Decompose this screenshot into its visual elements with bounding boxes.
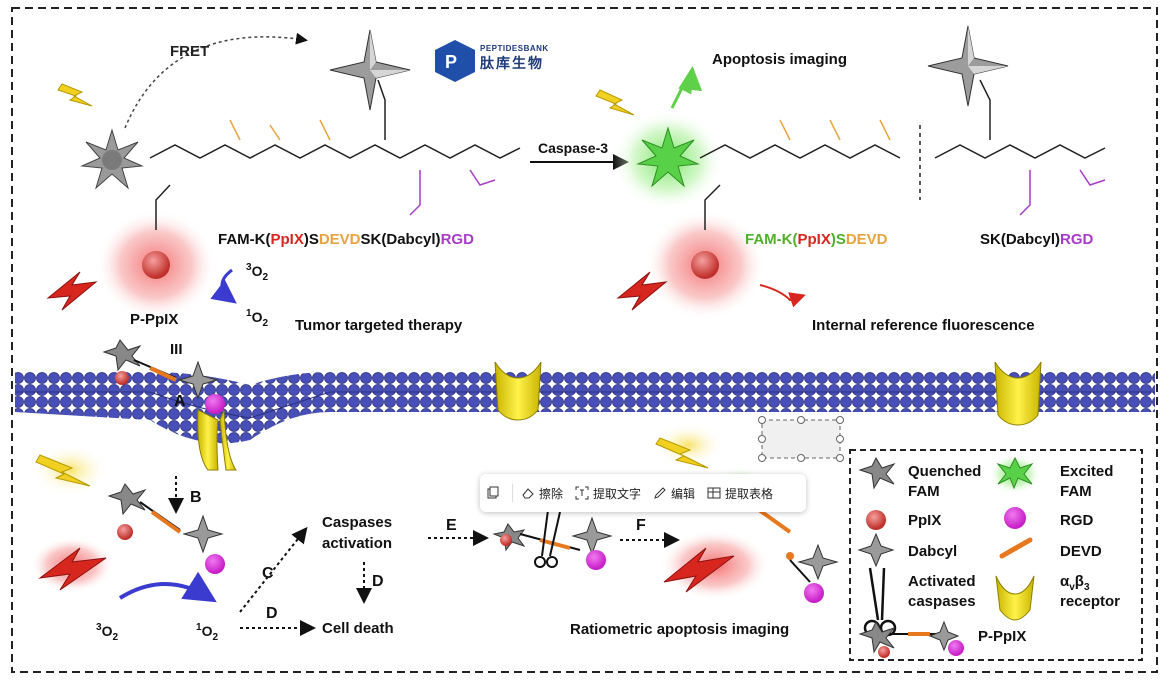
step-d-label-horizontal: D bbox=[266, 605, 278, 622]
legend-activated-2: caspases bbox=[908, 593, 976, 610]
quenched-fam-star bbox=[80, 128, 144, 190]
caspases-label-1: Caspases bbox=[322, 514, 392, 531]
legend-quenched-fam-icon bbox=[858, 456, 896, 490]
lightning-icon bbox=[57, 83, 93, 107]
ppix-ball-left bbox=[142, 251, 170, 279]
pencil-icon bbox=[654, 487, 666, 499]
legend-ppix: PpIX bbox=[908, 512, 941, 529]
extract-table-button[interactable]: 提取表格 bbox=[701, 474, 779, 512]
devd-sidechains-left bbox=[229, 119, 331, 141]
left-molecule bbox=[46, 29, 521, 320]
internal-reference-label: Internal reference fluorescence bbox=[812, 317, 1035, 334]
sequence-right-b: SK(Dabcyl)RGD bbox=[980, 231, 1094, 248]
copy-icon bbox=[487, 486, 499, 499]
caspase3-label: Caspase-3 bbox=[538, 140, 608, 156]
sequence-right-a: FAM-K(PpIX)SDEVD bbox=[745, 231, 888, 248]
arg-sidechain-left bbox=[409, 170, 421, 216]
erase-button[interactable]: 擦除 bbox=[515, 474, 569, 512]
step-c-label: C bbox=[262, 565, 274, 582]
oxygen-arrow-bottom bbox=[118, 571, 217, 603]
apoptosis-imaging-label: Apoptosis imaging bbox=[712, 51, 847, 68]
toolbar-divider bbox=[512, 484, 513, 502]
legend-quenched-2: FAM bbox=[908, 483, 940, 500]
copy-button[interactable] bbox=[480, 474, 510, 512]
legend-p-ppix-icon bbox=[858, 620, 964, 658]
eraser-icon bbox=[522, 488, 534, 499]
legend-excited-1: Excited bbox=[1060, 463, 1113, 480]
right-molecule bbox=[595, 25, 1106, 320]
step-e-label: E bbox=[446, 517, 457, 534]
probe-inside bbox=[30, 444, 225, 593]
probe-a bbox=[102, 339, 225, 414]
scissors-icon bbox=[534, 509, 561, 568]
legend-devd-icon bbox=[999, 537, 1033, 559]
legend-quenched-1: Quenched bbox=[908, 463, 981, 480]
triplet-oxygen-bottom: 3O2 bbox=[96, 622, 118, 643]
legend bbox=[849, 449, 1143, 661]
cleavage-scene bbox=[492, 509, 613, 570]
green-emission-arrow bbox=[670, 66, 703, 109]
receptor-b bbox=[494, 361, 542, 421]
extract-table-label: 提取表格 bbox=[725, 486, 774, 501]
dabcyl-star-right bbox=[927, 25, 1009, 107]
legend-p-ppix: P-PpIX bbox=[978, 628, 1026, 645]
legend-rgd-icon bbox=[1004, 507, 1026, 529]
peptidesbank-logo: PEPTIDESBANK 肽库生物 bbox=[480, 44, 549, 73]
svg-text:P: P bbox=[445, 52, 457, 72]
logo-text-cn: 肽库生物 bbox=[480, 55, 544, 71]
legend-excited-fam-icon bbox=[996, 456, 1034, 490]
singlet-oxygen-bottom: 1O2 bbox=[196, 622, 218, 643]
extract-text-label: 提取文字 bbox=[593, 486, 642, 501]
dabcyl-star-left bbox=[329, 29, 411, 111]
legend-ppix-icon bbox=[866, 510, 886, 530]
fret-arrow bbox=[124, 32, 308, 129]
peptide-backbone-left bbox=[149, 144, 521, 159]
receptor-c bbox=[994, 361, 1042, 426]
step-b-label: B bbox=[190, 489, 202, 506]
tumor-targeted-label: Tumor targeted therapy bbox=[295, 317, 463, 334]
legend-dabcyl: Dabcyl bbox=[908, 543, 957, 560]
legend-devd: DEVD bbox=[1060, 543, 1102, 560]
red-lightning-icon bbox=[46, 271, 98, 311]
singlet-oxygen-top: 1O2 bbox=[246, 308, 268, 329]
edit-button[interactable]: 编辑 bbox=[647, 474, 701, 512]
floating-toolbar: 擦除 提取文字 编辑 提取表格 bbox=[480, 474, 806, 512]
legend-dabcyl-icon bbox=[857, 532, 895, 568]
text-extract-icon bbox=[575, 486, 589, 500]
step-d-label-vertical: D bbox=[372, 573, 384, 590]
selection-box[interactable] bbox=[758, 416, 844, 462]
legend-receptor-icon bbox=[995, 575, 1035, 621]
step-a-label: A bbox=[174, 393, 186, 410]
fret-label: FRET bbox=[170, 43, 209, 60]
triplet-oxygen-top: 3O2 bbox=[246, 262, 268, 283]
roman-three-label: III bbox=[170, 341, 183, 358]
erase-label: 擦除 bbox=[539, 486, 564, 501]
legend-rgd: RGD bbox=[1060, 512, 1094, 529]
sequence-left: FAM-K(PpIX)SDEVDSK(Dabcyl)RGD bbox=[218, 231, 474, 248]
legend-activated-1: Activated bbox=[908, 573, 976, 590]
logo-text-en: PEPTIDESBANK bbox=[480, 44, 549, 53]
receptor-a bbox=[197, 409, 237, 471]
logo: P bbox=[435, 40, 475, 82]
cell-membrane bbox=[15, 372, 1155, 444]
extract-text-button[interactable]: 提取文字 bbox=[569, 474, 647, 512]
outer-border bbox=[11, 7, 1158, 673]
oxygen-arrow-top bbox=[210, 268, 237, 304]
table-icon bbox=[707, 487, 721, 499]
step-f-label: F bbox=[636, 517, 646, 534]
legend-excited-2: FAM bbox=[1060, 483, 1092, 500]
caspases-label-2: activation bbox=[322, 535, 392, 552]
ratiometric-label: Ratiometric apoptosis imaging bbox=[570, 621, 789, 638]
edit-label: 编辑 bbox=[671, 486, 696, 501]
red-emission-arrow bbox=[759, 284, 806, 308]
legend-receptor-2: receptor bbox=[1060, 593, 1120, 610]
p-ppix-label: P-PpIX bbox=[130, 311, 178, 328]
legend-receptor-1: αvβ3 bbox=[1060, 573, 1090, 593]
excited-fam-star bbox=[636, 126, 700, 188]
cell-death-label: Cell death bbox=[322, 620, 394, 637]
